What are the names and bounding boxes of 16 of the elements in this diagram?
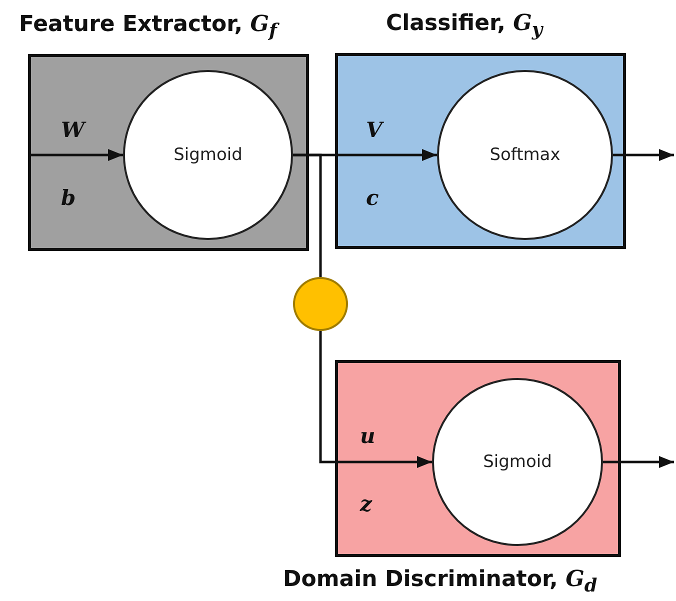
arrow	[30, 149, 123, 161]
activation-label: Softmax	[490, 145, 560, 165]
arrow	[613, 149, 674, 161]
parameter-symbol: b	[61, 185, 76, 210]
parameter-symbol: c	[366, 185, 379, 210]
arrow	[319, 331, 432, 468]
section-title: Feature Extractor, G$_{f}$	[19, 11, 277, 42]
parameter-symbol: z	[360, 491, 372, 516]
parameter-symbol: u	[360, 423, 376, 448]
arrow	[603, 456, 674, 468]
section-title: Classifier, G$_{y}$	[386, 10, 543, 40]
parameter-symbol: W	[61, 117, 85, 142]
section-title: Domain Discriminator, G$_{d}$	[283, 566, 598, 596]
activation-label: Sigmoid	[174, 145, 242, 165]
activation-label: Sigmoid	[483, 452, 552, 472]
parameter-symbol: V	[366, 117, 382, 142]
